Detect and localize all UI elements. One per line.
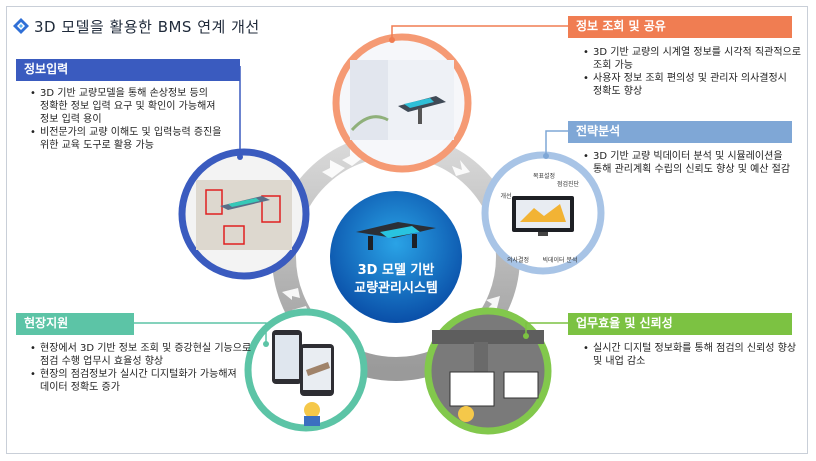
connector-efficiency	[525, 322, 568, 336]
strategy-underline	[568, 141, 792, 143]
info-input-underline	[16, 79, 240, 81]
strategy-header: 전략분석	[568, 121, 792, 141]
strategy-bullets: 3D 기반 교량 빅데이터 분석 및 시뮬레이션을 통해 관리계획 수립의 신뢰…	[583, 150, 790, 176]
strategy-label-decision: 의사결정	[507, 256, 529, 264]
info-input-bullets: 3D 기반 교량모델을 통해 손상정보 등의 정확한 정보 입력 요구 및 확인…	[30, 87, 222, 152]
connector-field	[134, 322, 267, 344]
page-title: 3D 모델을 활용한 BMS 연계 개선	[34, 18, 260, 36]
field-underline	[16, 333, 134, 335]
info-input-image	[178, 148, 310, 280]
info-input-header: 정보입력	[16, 59, 240, 79]
center-circle	[330, 191, 462, 323]
field-image	[244, 308, 368, 432]
field-bullets: 현장에서 3D 기반 정보 조회 및 증강현실 기능으로 점검 수행 업무시 효…	[30, 342, 251, 394]
info-query-bullets: 3D 기반 교량의 시계열 정보를 시각적 직관적으로 조회 가능 사용자 정보…	[583, 46, 801, 98]
info-input-bullet-1: 3D 기반 교량모델을 통해 손상정보 등의 정확한 정보 입력 요구 및 확인…	[30, 87, 222, 126]
diamond-logo-icon	[13, 18, 29, 34]
center-bridge-icon	[356, 222, 436, 250]
efficiency-bullets: 실시간 디지털 정보화를 통해 점검의 신뢰성 향상 및 내업 감소	[583, 342, 796, 368]
info-query-bullet-2: 사용자 정보 조회 편의성 및 관리자 의사결정시 정확도 향상	[583, 72, 801, 98]
worker-icon-2	[458, 406, 474, 422]
strategy-bullet-1: 3D 기반 교량 빅데이터 분석 및 시뮬레이션을 통해 관리계획 수립의 신뢰…	[583, 150, 790, 176]
strategy-label-bigdata: 빅데이터 분석	[542, 256, 577, 264]
connector-strategy	[545, 130, 568, 156]
connector-info-query	[391, 25, 568, 40]
center-line1: 3D 모델 기반	[358, 262, 435, 278]
strategy-label-inspect: 점검진단	[557, 180, 580, 188]
efficiency-image	[424, 307, 552, 435]
efficiency-bullet-1: 실시간 디지털 정보화를 통해 점검의 신뢰성 향상 및 내업 감소	[583, 342, 796, 368]
field-bullet-1: 현장에서 3D 기반 정보 조회 및 증강현실 기능으로 점검 수행 업무시 효…	[30, 342, 251, 368]
info-query-underline	[568, 36, 792, 38]
info-query-image	[332, 33, 472, 173]
strategy-label-goal: 목표설정	[533, 172, 555, 180]
info-query-header: 정보 조회 및 공유	[568, 16, 792, 36]
strategy-label-improve: 개선	[500, 192, 511, 200]
field-bullet-2: 현장의 점검정보가 실시간 디지털화가 가능해져 데이터 정확도 증가	[30, 368, 251, 394]
strategy-image	[481, 151, 605, 275]
efficiency-underline	[568, 333, 792, 335]
info-input-bullet-2: 비전문가의 교량 이해도 및 입력능력 증진을 위한 교육 도구로 활용 가능	[30, 126, 222, 152]
info-query-bullet-1: 3D 기반 교량의 시계열 정보를 시각적 직관적으로 조회 가능	[583, 46, 801, 72]
worker-icon	[304, 402, 320, 418]
efficiency-header: 업무효율 및 신뢰성	[568, 313, 792, 333]
field-header: 현장지원	[16, 313, 134, 333]
center-line2: 교량관리시스템	[354, 280, 438, 296]
